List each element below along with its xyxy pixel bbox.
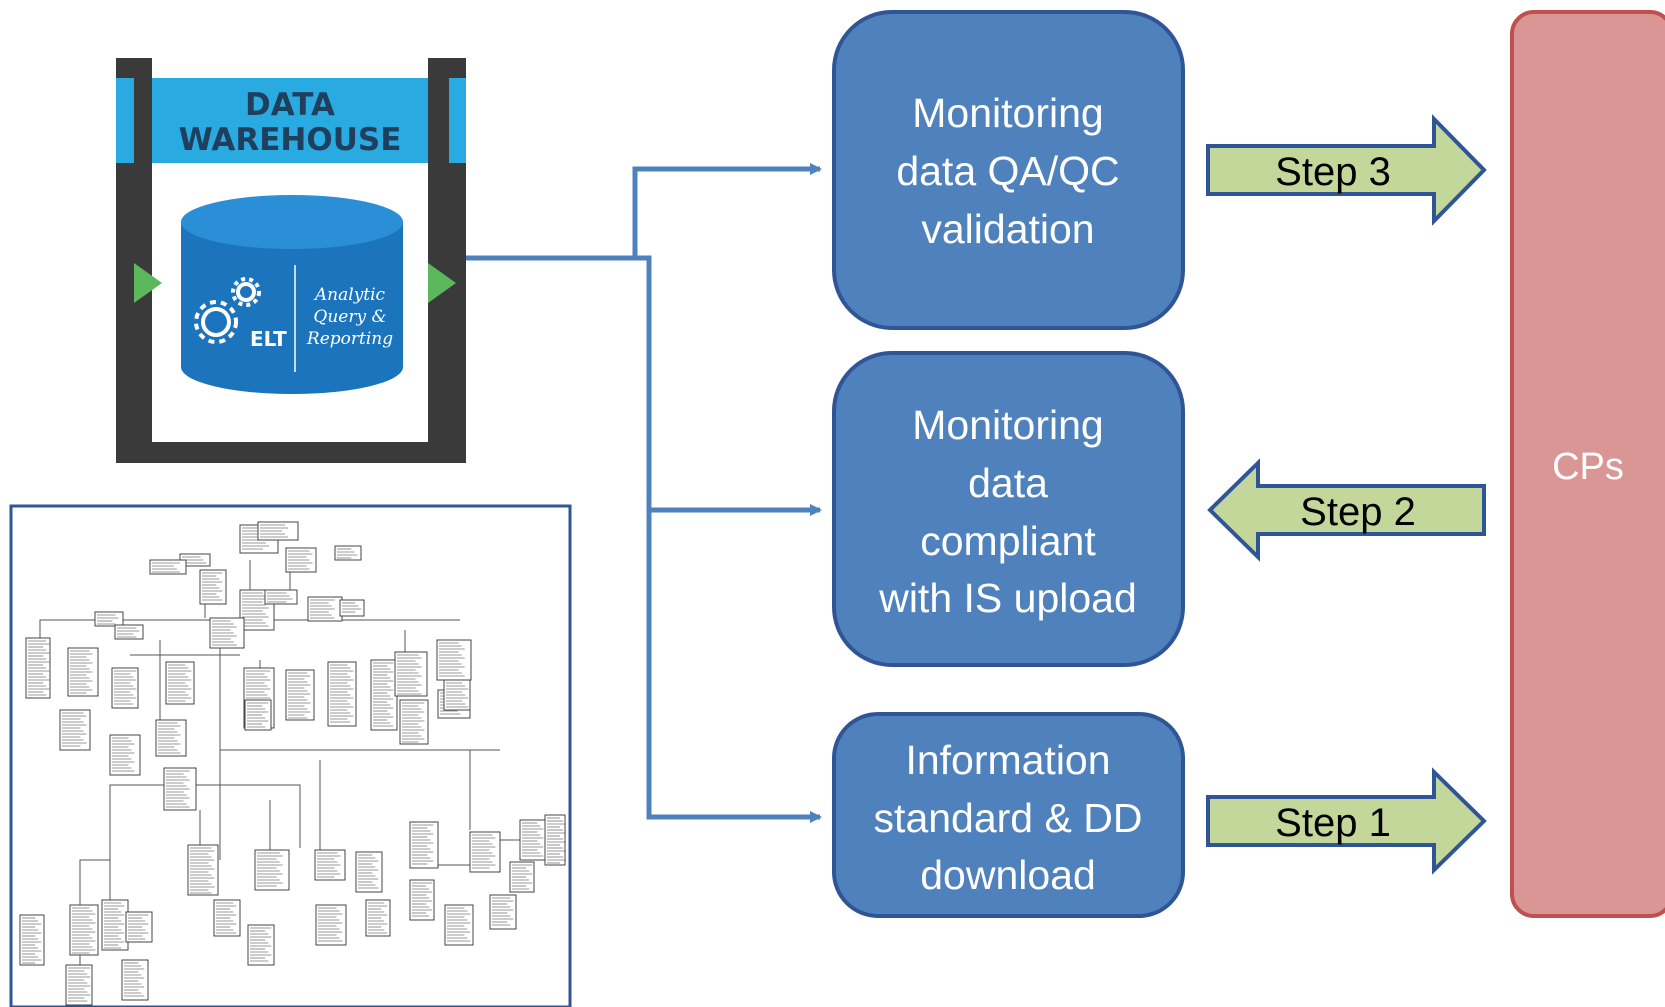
warehouse-title-line2: WAREHOUSE [179, 122, 402, 158]
schema-table [327, 661, 357, 727]
step1-arrow: Step 1 [1206, 767, 1487, 875]
box-information-standard: Information standard & DD download [832, 712, 1185, 918]
cps-label: CPs [1552, 446, 1624, 488]
schema-table [409, 821, 439, 869]
box-compliant-line3: compliant [920, 518, 1096, 564]
schema-table [285, 669, 315, 721]
schema-table [489, 894, 517, 930]
schema-table [264, 589, 298, 605]
box-compliant-upload: Monitoring data compliant with IS upload [832, 351, 1185, 667]
box-qa-line1: Monitoring [912, 90, 1103, 136]
warehouse-title-line1: DATA [245, 87, 335, 123]
warehouse-side-label-3: Reporting [306, 329, 393, 349]
warehouse-banner-left-edge [116, 78, 134, 163]
schema-table [114, 624, 144, 640]
step3-arrow: Step 3 [1206, 114, 1487, 226]
step1-label: Step 1 [1275, 801, 1391, 845]
schema-table [101, 899, 129, 951]
box-info-line3: download [920, 852, 1096, 898]
step2-label: Step 2 [1300, 490, 1416, 534]
schema-table [149, 559, 187, 575]
warehouse-output-triangle [428, 263, 456, 303]
box-info-line1: Information [905, 737, 1110, 783]
box-info-line2: standard & DD [874, 795, 1143, 841]
schema-table [544, 814, 566, 866]
box-compliant-line2: data [968, 460, 1048, 506]
box-compliant-line1: Monitoring [912, 402, 1103, 448]
warehouse-input-triangle [134, 263, 162, 303]
schema-table [187, 844, 219, 896]
schema-table [19, 914, 45, 966]
step2-arrow: Step 2 [1207, 458, 1486, 562]
cps-box: CPs [1510, 10, 1665, 918]
warehouse-banner [152, 78, 428, 163]
gear-icon [194, 277, 261, 344]
warehouse-banner-right-edge [449, 78, 466, 163]
box-qa-line3: validation [921, 206, 1094, 252]
box-compliant-line4: with IS upload [878, 575, 1137, 621]
schema-table [339, 599, 365, 617]
schema-table [69, 904, 99, 956]
schema-table [334, 545, 362, 561]
connector-to-qa [632, 163, 822, 258]
step3-label: Step 3 [1275, 150, 1391, 194]
schema-table [94, 611, 124, 627]
schema-table [370, 659, 398, 731]
schema-diagram-image [9, 504, 572, 1007]
warehouse-side-label-1: Analytic [313, 285, 386, 305]
connector-to-info [466, 255, 822, 823]
box-qa-validation: Monitoring data QA/QC validation [832, 10, 1185, 330]
data-warehouse-image: DATA WAREHOUSE ELT Analytic Query & Repo… [116, 58, 466, 463]
schema-table [199, 569, 227, 605]
schema-table [394, 651, 428, 697]
connectors [466, 163, 822, 823]
database-cylinder-icon [181, 195, 403, 394]
box-qa-line2: data QA/QC [896, 148, 1119, 194]
warehouse-side-label-2: Query & [313, 307, 386, 327]
schema-table [399, 699, 429, 745]
warehouse-elt-label: ELT [250, 327, 287, 351]
